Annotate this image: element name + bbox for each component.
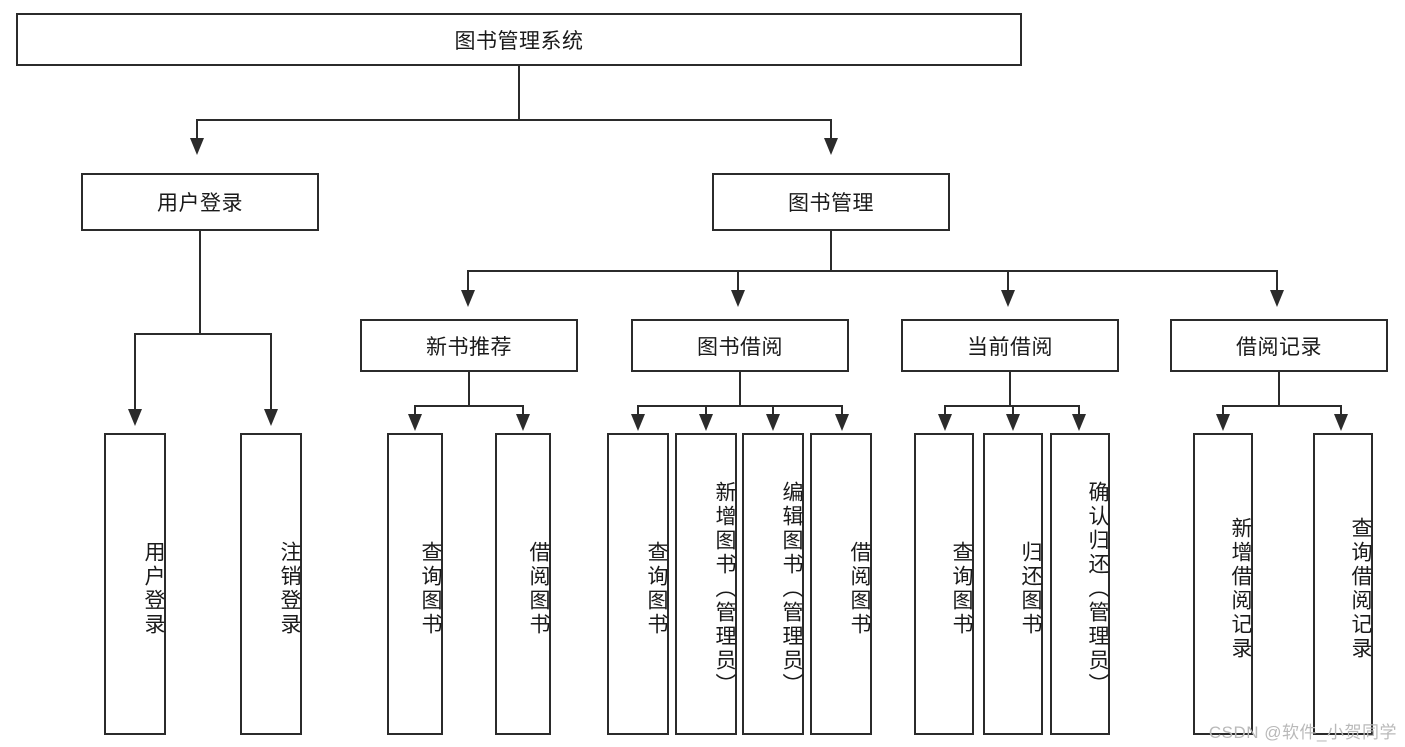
node-label: 新书推荐	[426, 335, 512, 359]
connector-level3-drop-3	[1007, 270, 1009, 292]
arrow-to-leaf-logout	[264, 409, 278, 426]
leaf-label: 查询图书	[419, 541, 442, 637]
arrow-to-leaf-borrow-book-2	[835, 414, 849, 431]
connector-level3-bus	[467, 270, 1278, 272]
arrow-to-book-management	[824, 138, 838, 155]
connector-root-stem	[518, 66, 520, 120]
connector-book-borrow-drop-1	[637, 405, 639, 417]
connector-level2-drop-right	[830, 119, 832, 141]
leaf-query-borrow-record[interactable]: 查询借阅记录	[1313, 433, 1373, 735]
leaf-label: 注销登录	[278, 541, 301, 637]
leaf-label: 确认归还（管理员）	[1086, 481, 1109, 697]
leaf-label: 新增图书（管理员）	[713, 481, 736, 697]
node-label: 图书借阅	[697, 335, 783, 359]
leaf-logout[interactable]: 注销登录	[240, 433, 302, 735]
connector-level3-drop-4	[1276, 270, 1278, 292]
connector-book-management-stem	[830, 231, 832, 271]
arrow-to-leaf-add-book	[699, 414, 713, 431]
arrow-to-book-borrow	[731, 290, 745, 307]
connector-book-borrow-drop-2	[705, 405, 707, 417]
leaf-add-borrow-record[interactable]: 新增借阅记录	[1193, 433, 1253, 735]
leaf-label: 用户登录	[142, 541, 165, 637]
leaf-confirm-return-admin[interactable]: 确认归还（管理员）	[1050, 433, 1110, 735]
leaf-query-book-borrow[interactable]: 查询图书	[607, 433, 669, 735]
node-borrow-record[interactable]: 借阅记录	[1170, 319, 1388, 372]
connector-current-borrow-bus	[944, 405, 1079, 407]
connector-user-login-drop-2	[270, 333, 272, 411]
node-label: 用户登录	[157, 192, 243, 215]
connector-book-borrow-drop-4	[841, 405, 843, 417]
connector-user-login-bus	[134, 333, 272, 335]
connector-book-borrow-drop-3	[772, 405, 774, 417]
leaf-label: 查询图书	[950, 541, 973, 637]
node-label: 借阅记录	[1236, 335, 1322, 359]
node-label: 图书管理	[788, 192, 874, 215]
arrow-to-leaf-add-borrow-record	[1216, 414, 1230, 431]
connector-level3-drop-1	[467, 270, 469, 292]
leaf-label: 借阅图书	[848, 541, 871, 637]
connector-new-book-drop-2	[522, 405, 524, 417]
node-label: 当前借阅	[967, 335, 1053, 359]
arrow-to-leaf-borrow-book-1	[516, 414, 530, 431]
connector-book-borrow-bus	[637, 405, 843, 407]
leaf-label: 编辑图书（管理员）	[780, 481, 803, 697]
connector-borrow-record-bus	[1222, 405, 1342, 407]
leaf-label: 查询图书	[645, 541, 668, 637]
connector-user-login-drop-1	[134, 333, 136, 411]
leaf-query-book-current[interactable]: 查询图书	[914, 433, 974, 735]
arrow-to-current-borrow	[1001, 290, 1015, 307]
leaf-label: 查询借阅记录	[1349, 517, 1372, 661]
arrow-to-leaf-query-book-1	[408, 414, 422, 431]
node-user-login[interactable]: 用户登录	[81, 173, 319, 231]
connector-current-borrow-drop-2	[1012, 405, 1014, 417]
arrow-to-new-book-recommend	[461, 290, 475, 307]
connector-new-book-stem	[468, 372, 470, 406]
arrow-to-leaf-user-login	[128, 409, 142, 426]
node-book-borrow[interactable]: 图书借阅	[631, 319, 849, 372]
leaf-borrow-book[interactable]: 借阅图书	[810, 433, 872, 735]
connector-current-borrow-drop-3	[1078, 405, 1080, 417]
connector-book-borrow-stem	[739, 372, 741, 406]
connector-level3-drop-2	[737, 270, 739, 292]
connector-borrow-record-drop-2	[1340, 405, 1342, 417]
arrow-to-leaf-query-book-2	[631, 414, 645, 431]
arrow-to-leaf-edit-book	[766, 414, 780, 431]
arrow-to-leaf-query-book-3	[938, 414, 952, 431]
csdn-watermark: CSDN @软件_小贺同学	[1208, 723, 1397, 742]
leaf-label: 新增借阅记录	[1229, 517, 1252, 661]
leaf-edit-book-admin[interactable]: 编辑图书（管理员）	[742, 433, 804, 735]
connector-new-book-drop-1	[414, 405, 416, 417]
connector-user-login-stem	[199, 231, 201, 334]
arrow-to-borrow-record	[1270, 290, 1284, 307]
connector-level2-bus	[196, 119, 832, 121]
arrow-to-leaf-query-borrow-record	[1334, 414, 1348, 431]
connector-new-book-bus	[414, 405, 524, 407]
leaf-borrow-book-new-recommend[interactable]: 借阅图书	[495, 433, 551, 735]
leaf-user-login[interactable]: 用户登录	[104, 433, 166, 735]
node-book-management[interactable]: 图书管理	[712, 173, 950, 231]
leaf-label: 归还图书	[1019, 541, 1042, 637]
connector-current-borrow-drop-1	[944, 405, 946, 417]
leaf-label: 借阅图书	[527, 541, 550, 637]
node-root-book-management-system[interactable]: 图书管理系统	[16, 13, 1022, 66]
leaf-query-book-new-recommend[interactable]: 查询图书	[387, 433, 443, 735]
node-label: 图书管理系统	[454, 29, 584, 53]
connector-borrow-record-drop-1	[1222, 405, 1224, 417]
node-current-borrow[interactable]: 当前借阅	[901, 319, 1119, 372]
connector-current-borrow-stem	[1009, 372, 1011, 406]
arrow-to-leaf-confirm-return	[1072, 414, 1086, 431]
arrow-to-leaf-return-book	[1006, 414, 1020, 431]
leaf-return-book[interactable]: 归还图书	[983, 433, 1043, 735]
node-new-book-recommend[interactable]: 新书推荐	[360, 319, 578, 372]
leaf-add-book-admin[interactable]: 新增图书（管理员）	[675, 433, 737, 735]
connector-level2-drop-left	[196, 119, 198, 141]
arrow-to-user-login	[190, 138, 204, 155]
connector-borrow-record-stem	[1278, 372, 1280, 406]
